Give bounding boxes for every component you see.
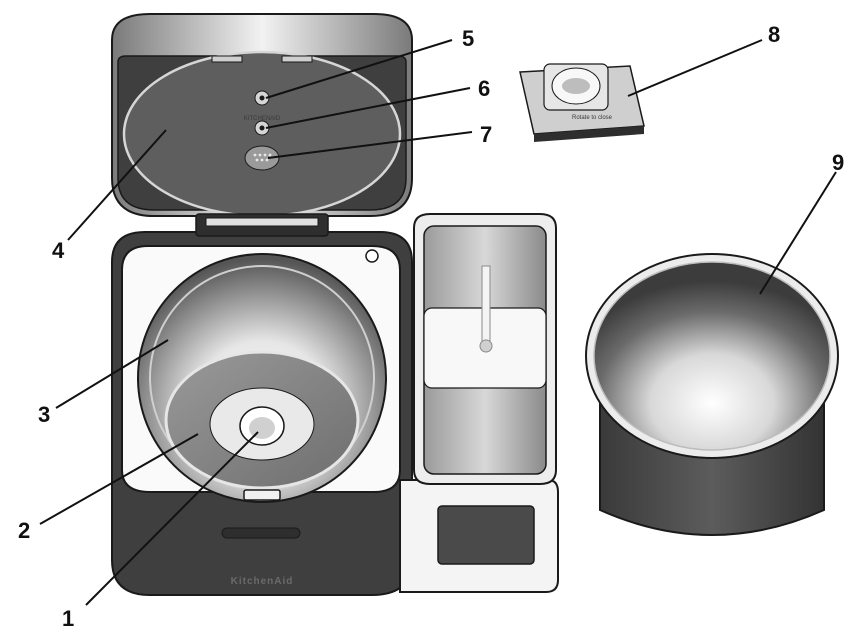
callout-6: 6 [478, 76, 490, 101]
rotate-to-close-label: Rotate to close [572, 115, 613, 121]
leader-4 [67, 129, 167, 241]
cooking-pot [585, 253, 839, 536]
leader-7 [267, 131, 473, 159]
leader-3 [55, 339, 169, 409]
callout-5: 5 [462, 26, 474, 51]
callout-9: 9 [832, 150, 844, 175]
front-handle [221, 527, 301, 539]
callout-4: 4 [52, 238, 65, 263]
lid-hinge [195, 213, 329, 237]
leader-8 [627, 39, 763, 97]
leader-5 [265, 39, 453, 99]
display-panel [437, 505, 535, 565]
leader-6 [265, 87, 471, 129]
callout-8: 8 [768, 22, 780, 47]
stirring-plate [164, 350, 360, 490]
leader-2 [39, 433, 199, 525]
lid-brand-mark: KITCHENAID [244, 116, 281, 122]
brand-mark: KitchenAid [231, 576, 294, 587]
leader-1 [85, 431, 259, 606]
callout-2: 2 [18, 518, 30, 543]
lid-cover: KITCHENAID [111, 13, 413, 218]
water-reservoir [413, 213, 557, 485]
steam-basket-cap: Rotate to close [519, 63, 645, 142]
steam-release-valve [244, 145, 280, 171]
callout-3: 3 [38, 402, 50, 427]
callout-numbers: 1 2 3 4 5 6 7 8 9 [18, 22, 844, 631]
front-latch [243, 489, 281, 501]
callout-1: 1 [62, 606, 74, 631]
leader-9 [759, 171, 837, 295]
leader-lines [39, 39, 837, 606]
callout-7: 7 [480, 122, 492, 147]
